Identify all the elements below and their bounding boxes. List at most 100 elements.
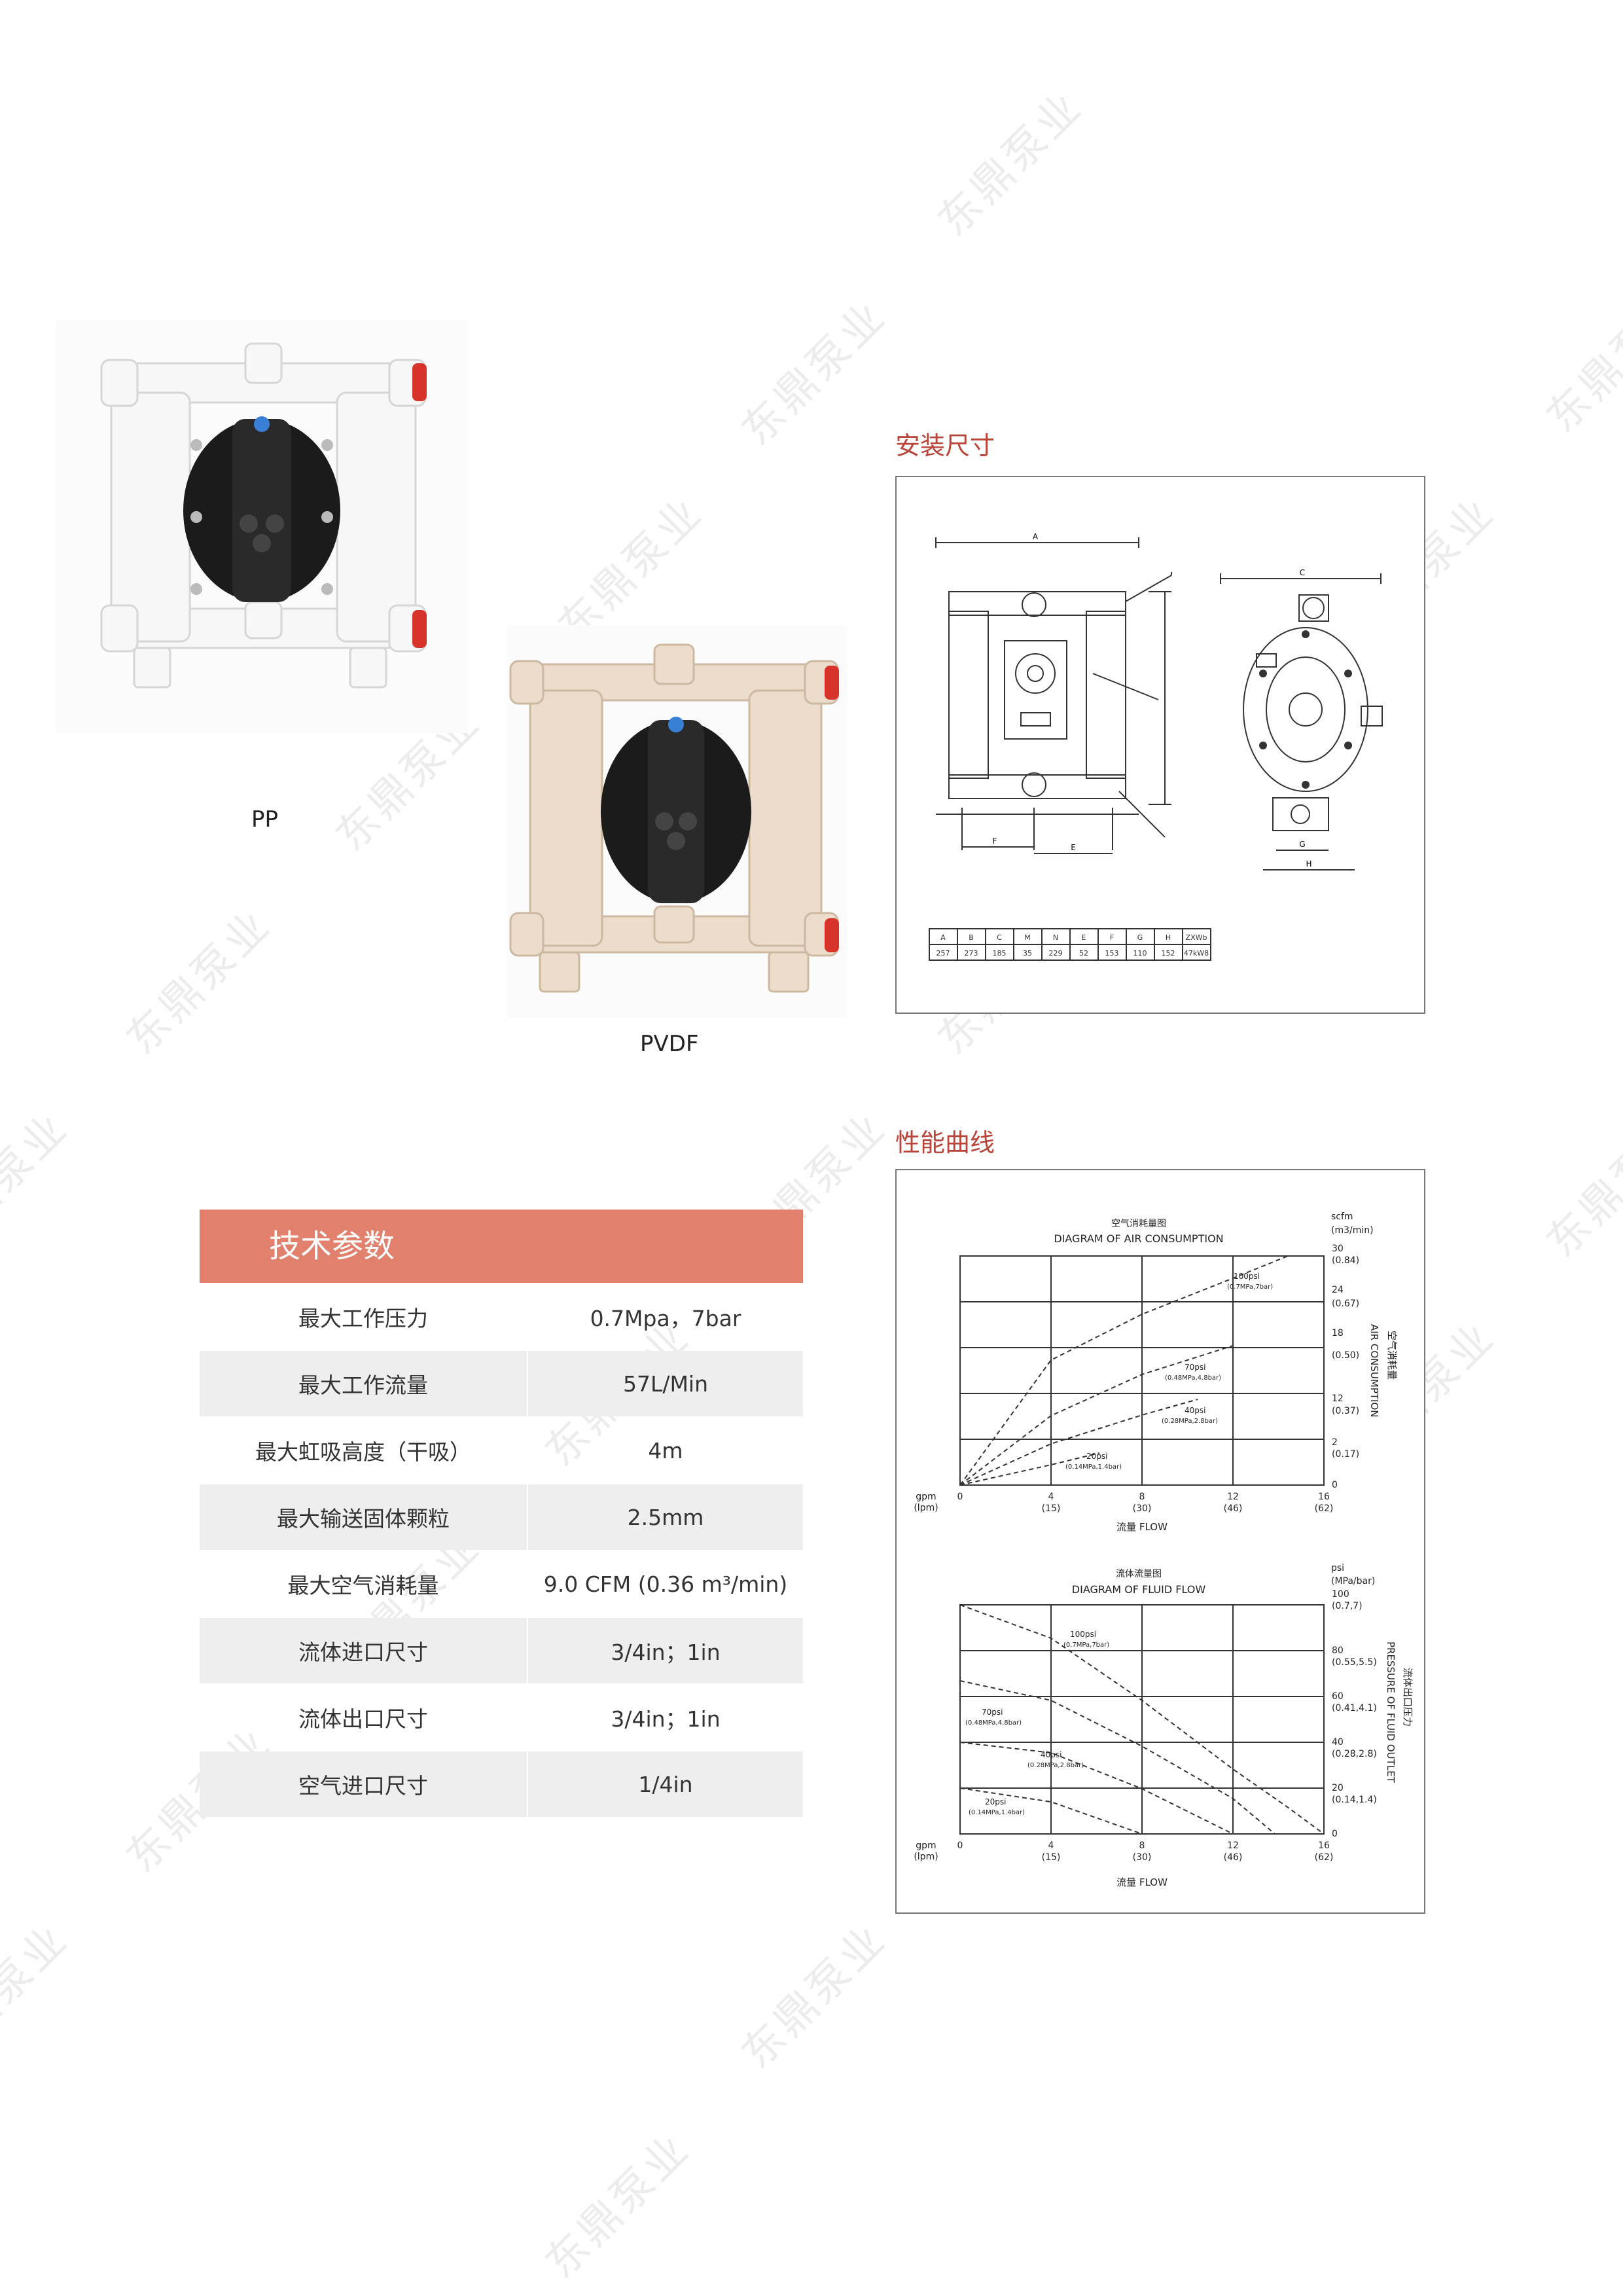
- table-row: 最大工作压力 0.7Mpa，7bar: [200, 1284, 803, 1350]
- fluid-x-tick-lpm: (30): [1133, 1852, 1152, 1863]
- fluid-y-tick-mpa: (0.7,7): [1332, 1601, 1363, 1611]
- air-y-tick: 2: [1332, 1437, 1338, 1448]
- dim-table-header: N: [1053, 933, 1058, 942]
- dim-table-cell: 47kW8: [1184, 949, 1209, 958]
- spec-label: 流体进口尺寸: [200, 1618, 527, 1683]
- fluid-x-tick-lpm: (46): [1224, 1852, 1243, 1863]
- air-ylabel-cn: 空气消耗量: [1386, 1331, 1398, 1380]
- spec-label: 最大空气消耗量: [287, 1573, 439, 1598]
- air-x-tick: 12: [1227, 1492, 1239, 1502]
- dim-table-header: A: [940, 933, 946, 942]
- watermark: 东鼎泵业: [117, 900, 281, 1064]
- pp-caption: PP: [251, 806, 279, 833]
- air-y-tick-m3: (0.84): [1332, 1255, 1359, 1266]
- fluid-y-unit2: (MPa/bar): [1331, 1576, 1375, 1587]
- dim-table-cell: 229: [1049, 949, 1063, 958]
- fluid-x-tick: 4: [1048, 1840, 1054, 1851]
- fluid-y-tick: 100: [1332, 1589, 1349, 1600]
- dim-table-cell: 52: [1079, 949, 1088, 958]
- spec-value: 0.7Mpa，7bar: [590, 1306, 741, 1331]
- dim-g-label: G: [1299, 840, 1305, 849]
- fluid-y-tick-mpa: (0.14,1.4): [1332, 1795, 1377, 1805]
- fluid-xlabel: 流量 FLOW: [1116, 1876, 1168, 1888]
- air-x-tick-lpm: (30): [1133, 1503, 1152, 1514]
- dim-a-label: A: [1033, 532, 1039, 541]
- dim-table-header: M: [1024, 933, 1031, 942]
- fluid-x-tick-lpm: (62): [1315, 1852, 1334, 1863]
- dim-h-label: H: [1306, 859, 1311, 869]
- spec-label: 最大虹吸高度（干吸）: [255, 1439, 471, 1465]
- fluid-y-tick: 60: [1332, 1691, 1344, 1702]
- dim-table-header: B: [969, 933, 974, 942]
- fluid-y-tick-mpa: (0.55,5.5): [1332, 1657, 1377, 1668]
- dim-table-header: E: [1082, 933, 1086, 942]
- air-y-unit2: (m3/min): [1331, 1225, 1374, 1236]
- spec-table: 技术参数 最大工作压力 0.7Mpa，7bar 最大工作流量 57L/Min 最…: [200, 1210, 803, 1817]
- fluid-x-unit: gpm: [916, 1840, 936, 1851]
- fluid-x-tick: 16: [1318, 1840, 1330, 1851]
- dim-table-cell: 152: [1162, 949, 1175, 958]
- air-curve-label: 20psi: [1086, 1452, 1107, 1461]
- air-y-tick-m3: (0.17): [1332, 1449, 1359, 1460]
- watermark: 东鼎泵业: [1537, 278, 1623, 442]
- spec-value: 3/4in；1in: [528, 1618, 803, 1683]
- spec-label: 流体出口尺寸: [298, 1706, 428, 1732]
- fluid-ylabel-cn: 流体出口压力: [1402, 1668, 1414, 1727]
- fluid-y-unit: psi: [1331, 1563, 1344, 1573]
- air-curve-sub: (0.14MPa,1.4bar): [1065, 1463, 1122, 1471]
- air-x-tick-lpm: (15): [1042, 1503, 1061, 1514]
- fluid-ylabel-en: PRESSURE OF FLUID OUTLET: [1385, 1641, 1397, 1784]
- spec-value: 1/4in: [528, 1751, 803, 1817]
- air-x-tick: 0: [957, 1492, 963, 1502]
- spec-label: 最大工作流量: [200, 1351, 527, 1416]
- spec-value: 2.5mm: [528, 1484, 803, 1550]
- install-drawing: A C F E G H A B C M N E F G H ZXWb 257: [895, 476, 1425, 1014]
- fluid-y-tick: 0: [1332, 1829, 1338, 1839]
- table-row: 流体出口尺寸 3/4in；1in: [200, 1685, 803, 1750]
- fluid-curve-label: 70psi: [982, 1708, 1003, 1717]
- air-ylabel-en: AIR CONSUMPTION: [1368, 1324, 1380, 1417]
- dim-table-cell: 35: [1023, 949, 1032, 958]
- watermark: 东鼎泵业: [1537, 1103, 1623, 1267]
- watermark: 东鼎泵业: [0, 1103, 79, 1267]
- air-x-tick-lpm: (46): [1224, 1503, 1243, 1514]
- air-y-tick: 0: [1332, 1480, 1338, 1490]
- air-chart-title-en: DIAGRAM OF AIR CONSUMPTION: [1054, 1232, 1223, 1245]
- dim-table-cell: 273: [965, 949, 978, 958]
- dim-f-label: F: [993, 836, 997, 846]
- air-y-tick-m3: (0.67): [1332, 1299, 1359, 1309]
- fluid-y-tick: 20: [1332, 1783, 1344, 1793]
- fluid-x-unit2: (lpm): [914, 1852, 938, 1862]
- spec-value: 9.0 CFM (0.36 m³/min): [543, 1571, 788, 1597]
- performance-title: 性能曲线: [895, 1128, 995, 1157]
- spec-label: 空气进口尺寸: [200, 1751, 527, 1817]
- dim-table-header: ZXWb: [1186, 933, 1207, 942]
- fluid-chart-title-cn: 流体流量图: [1116, 1569, 1162, 1579]
- air-y-tick: 18: [1332, 1328, 1344, 1338]
- spec-table-title: 技术参数: [200, 1210, 803, 1283]
- air-curve-sub: (0.48MPa,4.8bar): [1165, 1374, 1221, 1382]
- pvdf-caption: PVDF: [640, 1031, 699, 1057]
- watermark: 东鼎泵业: [929, 82, 1093, 246]
- dim-table-header: F: [1110, 933, 1114, 942]
- air-x-tick-lpm: (62): [1315, 1503, 1334, 1514]
- air-y-tick-m3: (0.50): [1332, 1350, 1359, 1361]
- fluid-curve-label: 100psi: [1070, 1630, 1096, 1639]
- pvdf-pump-photo: [507, 625, 847, 1018]
- air-y-tick: 24: [1332, 1285, 1344, 1295]
- fluid-curve-sub: (0.14MPa,1.4bar): [969, 1809, 1025, 1816]
- spec-value: 3/4in；1in: [611, 1706, 721, 1732]
- air-curve-label: 100psi: [1234, 1272, 1260, 1281]
- fluid-curve-sub: (0.7MPa,7bar): [1063, 1641, 1109, 1649]
- fluid-y-tick: 80: [1332, 1645, 1344, 1656]
- pp-pump-photo: [56, 321, 468, 733]
- spec-value: 57L/Min: [528, 1351, 803, 1416]
- performance-charts: 空气消耗量图 DIAGRAM OF AIR CONSUMPTION scfm (…: [895, 1169, 1425, 1914]
- dim-table-header: H: [1166, 933, 1171, 942]
- air-y-tick: 12: [1332, 1393, 1344, 1404]
- watermark: 东鼎泵业: [732, 291, 897, 456]
- air-curve-label: 40psi: [1185, 1406, 1205, 1415]
- table-row: 最大空气消耗量 9.0 CFM (0.36 m³/min): [200, 1551, 803, 1617]
- air-curve-label: 70psi: [1185, 1363, 1205, 1372]
- fluid-curve-sub: (0.48MPa,4.8bar): [965, 1719, 1022, 1727]
